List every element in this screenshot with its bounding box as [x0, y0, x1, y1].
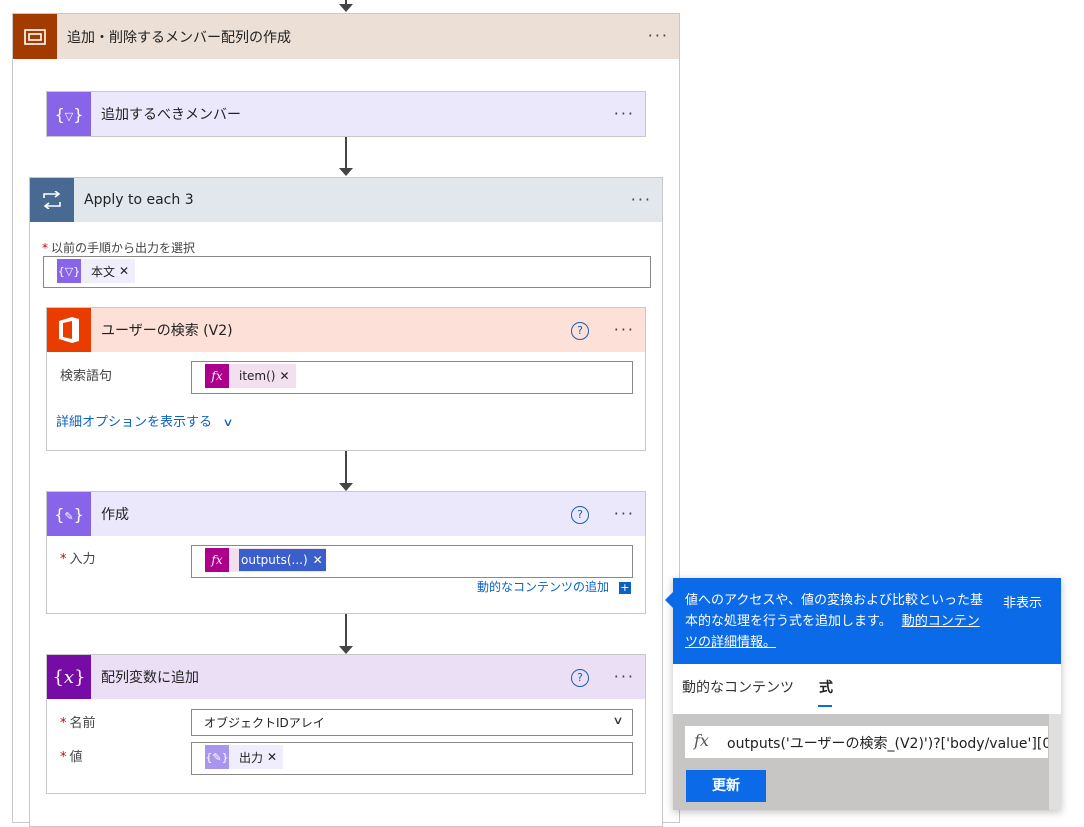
init-variable-card: {▽} 追加するべきメンバー ···	[46, 91, 646, 137]
remove-token-icon[interactable]: ✕	[267, 750, 278, 764]
search-term-label: 検索語句	[60, 369, 113, 384]
compose-icon: {✎}	[47, 492, 91, 536]
help-icon[interactable]: ?	[571, 322, 589, 340]
help-icon[interactable]: ?	[571, 506, 589, 524]
variable-icon: {▽}	[57, 259, 81, 283]
append-array-title: 配列変数に追加	[101, 670, 199, 686]
tab-expression[interactable]: 式	[819, 680, 833, 696]
popup-header: 値へのアクセスや、値の変換および比較といった基 本的な処理を行う式を追加します。…	[673, 578, 1061, 664]
variable-icon: {x}	[47, 655, 91, 699]
scope-menu-button[interactable]: ···	[647, 26, 669, 45]
remove-token-icon[interactable]: ✕	[119, 264, 130, 278]
compose-title: 作成	[101, 507, 129, 523]
learn-more-link[interactable]: 動的コンテン	[901, 614, 980, 629]
update-button[interactable]: 更新	[686, 770, 766, 802]
output-token[interactable]: {✎} 出力 ✕	[205, 745, 284, 769]
loop-icon	[30, 178, 74, 222]
expression-area: fx outputs('ユーザーの検索_(V2)')?['body/value'…	[673, 714, 1061, 810]
scrollbar[interactable]	[1049, 714, 1061, 810]
remove-token-icon[interactable]: ✕	[309, 549, 326, 571]
popup-pointer	[665, 592, 673, 608]
select-output-label: *以前の手順から出力を選択	[42, 241, 196, 255]
variable-icon: {▽}	[47, 92, 91, 136]
compose-icon: {✎}	[205, 745, 229, 769]
outputs-token[interactable]: fx outputs(...) ✕	[205, 548, 326, 572]
scope-icon	[13, 14, 57, 59]
compose-input-label: *入力	[60, 552, 96, 567]
append-array-menu-button[interactable]: ···	[613, 667, 635, 686]
chevron-down-icon: ∨	[222, 416, 234, 429]
scope-title: 追加・削除するメンバー配列の作成	[67, 29, 291, 46]
apply-each-menu-button[interactable]: ···	[630, 190, 652, 209]
name-select[interactable]: オブジェクトIDアレイ ∨	[191, 709, 633, 736]
expression-popup: 値へのアクセスや、値の変換および比較といった基 本的な処理を行う式を追加します。…	[665, 578, 1061, 810]
name-label: *名前	[60, 716, 96, 731]
add-dynamic-content-link[interactable]: 動的なコンテンツの追加 +	[477, 580, 631, 594]
apply-each-header[interactable]: Apply to each 3 ···	[30, 178, 662, 222]
tab-expression-underline	[818, 705, 832, 707]
item-token[interactable]: fx item() ✕	[205, 364, 296, 388]
body-token[interactable]: {▽} 本文 ✕	[57, 259, 136, 283]
init-variable-header[interactable]: {▽} 追加するべきメンバー ···	[47, 92, 645, 136]
compose-menu-button[interactable]: ···	[613, 504, 635, 523]
expression-input[interactable]: fx outputs('ユーザーの検索_(V2)')?['body/value'…	[685, 726, 1048, 758]
fx-icon: fx	[205, 364, 229, 388]
init-variable-menu-button[interactable]: ···	[613, 104, 635, 123]
office-icon	[47, 308, 91, 352]
user-search-header[interactable]: ユーザーの検索 (V2) ? ···	[47, 308, 645, 352]
user-search-menu-button[interactable]: ···	[613, 320, 635, 339]
remove-token-icon[interactable]: ✕	[279, 369, 290, 383]
hide-button[interactable]: 非表示	[1003, 596, 1043, 611]
help-icon[interactable]: ?	[571, 669, 589, 687]
scope-header[interactable]: 追加・削除するメンバー配列の作成 ···	[13, 14, 679, 59]
search-term-field[interactable]: fx item() ✕	[191, 361, 633, 394]
popup-tabs: 動的なコンテンツ 式	[673, 664, 1061, 714]
popup-description: 値へのアクセスや、値の変換および比較といった基 本的な処理を行う式を追加します。…	[685, 590, 990, 653]
learn-more-link-cont[interactable]: ツの詳細情報。	[685, 635, 777, 650]
value-label: *値	[60, 750, 83, 765]
apply-each-title: Apply to each 3	[84, 192, 194, 208]
value-field[interactable]: {✎} 出力 ✕	[191, 742, 633, 775]
chevron-down-icon: ∨	[612, 714, 624, 727]
compose-header[interactable]: {✎} 作成 ? ···	[47, 492, 645, 536]
select-output-field[interactable]: {▽} 本文 ✕	[43, 256, 651, 288]
plus-icon: +	[618, 581, 631, 594]
init-variable-title: 追加するべきメンバー	[101, 107, 241, 123]
fx-icon: fx	[205, 548, 229, 572]
append-array-header[interactable]: {x} 配列変数に追加 ? ···	[47, 655, 645, 699]
show-advanced-options-link[interactable]: 詳細オプションを表示する ∨	[56, 415, 234, 430]
fx-icon: fx	[694, 731, 709, 750]
compose-input-field[interactable]: fx outputs(...) ✕	[191, 545, 633, 578]
user-search-title: ユーザーの検索 (V2)	[101, 323, 233, 339]
tab-dynamic-content[interactable]: 動的なコンテンツ	[682, 680, 794, 696]
